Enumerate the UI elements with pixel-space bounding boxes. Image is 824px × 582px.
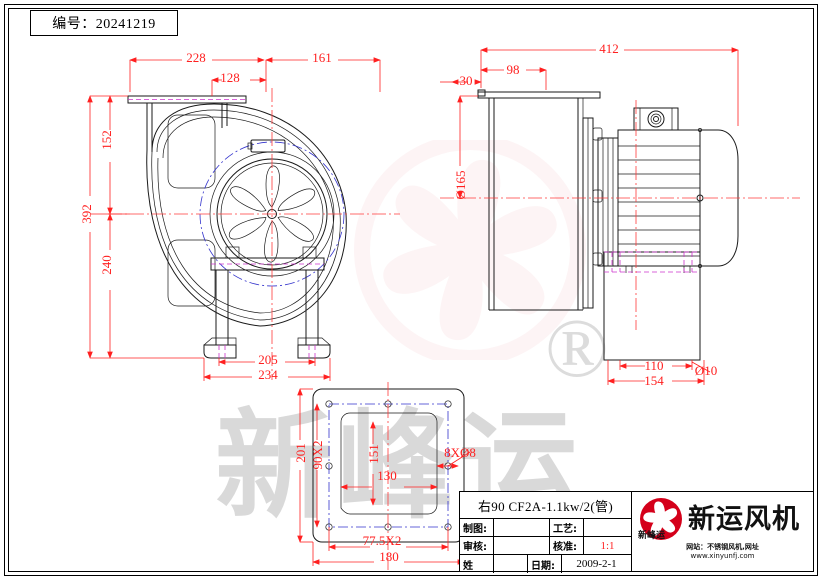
value-scale: 1:1 (600, 539, 615, 552)
sheet-border-inner (8, 8, 814, 572)
opening-height-151: 151 (366, 444, 381, 464)
overall-width-228: 228 (186, 50, 206, 65)
sheet-border-outer (4, 4, 818, 576)
brand-logo-group: 新运风机 (638, 496, 800, 542)
fan-logo-icon (640, 498, 682, 540)
label-approver: 核准: (550, 537, 584, 554)
label-checker: 审核: (460, 537, 494, 554)
overall-height-392: 392 (79, 204, 94, 224)
upper-height-152: 152 (99, 130, 114, 150)
label-process: 工艺: (550, 519, 584, 536)
model-designation: 右90 CF2A-1.1kw/2(管) (460, 492, 631, 519)
hole-callout-8x8: 8XØ8 (444, 445, 476, 460)
website-line-1: 网站：不锈钢风机,网址 (686, 543, 759, 551)
value-date: 2009-2-1 (576, 558, 617, 570)
value-checker (494, 537, 550, 554)
lower-height-240: 240 (99, 255, 114, 275)
inlet-length-98: 98 (506, 62, 520, 77)
label-drafter: 制图: (460, 519, 494, 536)
flange-width-180: 180 (379, 549, 399, 564)
inlet-width-161: 161 (312, 50, 332, 65)
brand-mark-text: 新峰运 (638, 531, 666, 541)
title-block: 右90 CF2A-1.1kw/2(管) 制图: 工艺: 审核: 核准: 1:1 … (459, 491, 814, 573)
value-drafter (494, 519, 550, 536)
foot-hole-span-205: 205 (258, 352, 278, 367)
value-process (584, 519, 631, 536)
opening-width-130: 130 (377, 468, 397, 483)
mount-hole-span-110: 110 (644, 358, 664, 373)
flange-hole-pitch-775x2: 77.5X2 (362, 533, 402, 548)
mount-plate-154: 154 (644, 373, 664, 388)
mount-hole-dia-10: Ø10 (694, 363, 718, 378)
base-width-234: 234 (258, 367, 278, 382)
title-block-brand: 新运风机 新峰运 网站：不锈钢风机,网址 www.xinyunfj.com (632, 492, 813, 571)
brand-name: 新运风机 (688, 503, 800, 535)
value-name (494, 555, 528, 573)
flange-height-201: 201 (293, 443, 308, 463)
title-row-drafter: 制图: 工艺: (460, 519, 631, 537)
title-row-checker: 审核: 核准: 1:1 (460, 537, 631, 555)
drawing-number-box: 编号：20241219 (30, 10, 178, 36)
website-line-2: www.xinyunfj.com (690, 552, 755, 560)
title-block-left: 右90 CF2A-1.1kw/2(管) 制图: 工艺: 审核: 核准: 1:1 … (460, 492, 632, 573)
flange-offset-30: 30 (459, 73, 473, 88)
label-name: 姓 (460, 555, 494, 573)
overall-length-412: 412 (599, 41, 619, 56)
title-row-date: 姓 日期: 2009-2-1 (460, 555, 631, 573)
flange-hole-pitch-90x2: 90X2 (310, 440, 325, 470)
outlet-width-128: 128 (220, 70, 240, 85)
label-date: 日期: (528, 555, 562, 573)
inlet-diameter-165: Ø165 (453, 170, 468, 200)
